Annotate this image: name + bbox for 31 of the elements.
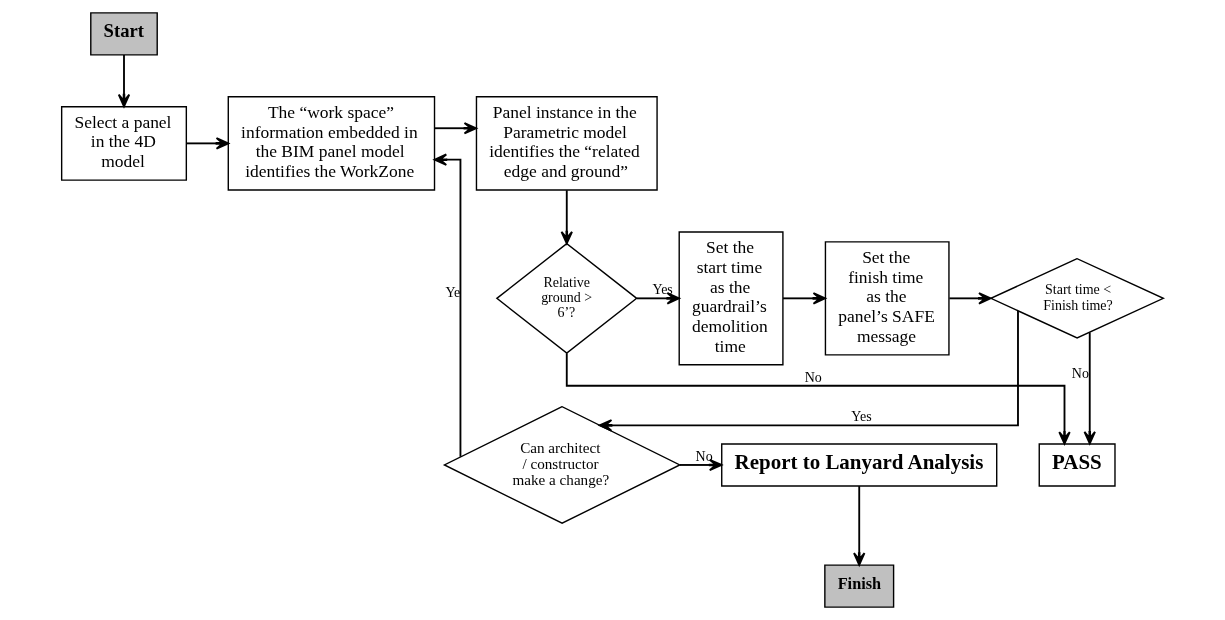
node-box: Set the finish time as the panel’s SAFE message: [824, 241, 950, 356]
arrow: [565, 352, 1071, 445]
node-box: Select a panel in the 4D model: [60, 106, 188, 181]
arrow: [433, 122, 478, 135]
node-box: Report to Lanyard Analysis: [721, 443, 998, 487]
node-box: Set the start time as the guardrail’s demolition time: [678, 231, 784, 366]
arrow: [185, 137, 230, 150]
arrow: [853, 485, 866, 566]
arrow: [782, 292, 827, 305]
arrow: [560, 189, 573, 245]
node-box: PASS: [1038, 443, 1116, 487]
node-box: Panel instance in the Parametric model identifies the “related edge and ground”: [475, 96, 658, 191]
edge-label: Yes: [652, 282, 673, 298]
arrow: [117, 54, 131, 108]
node-diamond: Start time < Finish time?: [989, 257, 1165, 339]
node-box: The “work space” information embedded in the BIM panel model identifies the WorkZone: [227, 96, 436, 191]
node-diamond: Can architect / constructor make a change?: [442, 405, 682, 524]
arrow: [679, 458, 723, 472]
arrow: [1083, 331, 1096, 445]
edge-label: Ye: [445, 285, 461, 301]
arrow: [636, 292, 680, 305]
node-box: Start: [90, 12, 158, 56]
arrow: [598, 310, 1019, 432]
arrow: [433, 153, 462, 458]
node-box: Finish: [824, 564, 895, 608]
edge-label: No: [804, 369, 822, 385]
edge-label: Yes: [851, 409, 872, 425]
edge-label: No: [1071, 366, 1089, 382]
arrow: [948, 292, 992, 305]
edge-label: No: [695, 449, 713, 465]
node-diamond: Relative ground > 6’?: [495, 242, 638, 354]
